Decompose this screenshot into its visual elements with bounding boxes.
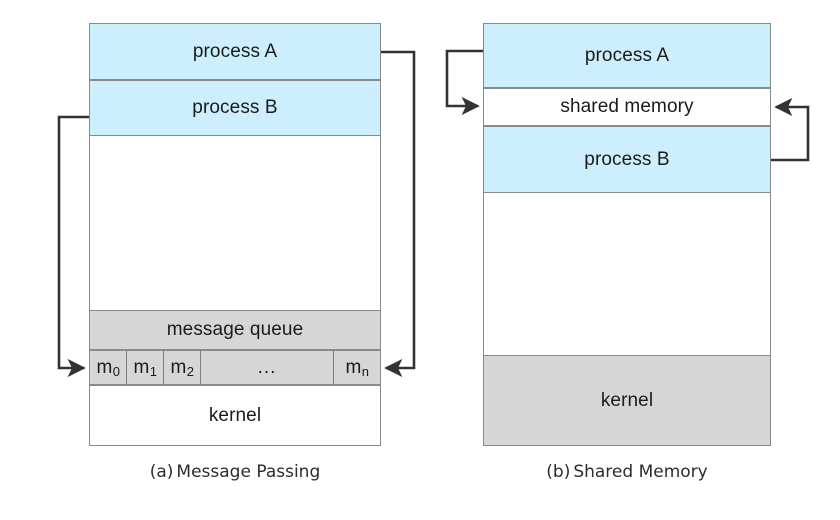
panel-a-message-queue-label: message queue [166,319,304,340]
panel-b-kernel-block[interactable]: kernel [484,355,770,445]
message-cell-label: ... [257,356,277,378]
panel-a-process-b-block[interactable]: process B [90,80,380,136]
arrow-process-a-to-shared-memory [445,49,483,116]
panel-a-caption-tag: (a) [149,462,174,482]
panel-a-empty-region [90,136,380,310]
panel-b-process-b-label: process B [584,148,670,170]
panel-b-shared-memory-block[interactable]: shared memory [484,88,770,126]
arrow-process-b-to-queue [57,115,89,378]
panel-b-caption-text: Shared Memory [573,462,708,482]
panel-b-shared-memory-label: shared memory [560,96,694,117]
panel-b-kernel-label: kernel [600,389,654,411]
panel-b-caption-tag: (b) [546,462,571,482]
panel-a-caption-text: Message Passing [176,462,321,482]
message-cell-label: m [170,356,187,378]
arrow-process-b-to-shared-memory [771,97,810,162]
panel-b-empty-region [484,193,770,355]
panel-a-process-b-label: process B [192,97,278,118]
panel-b-process-a-block[interactable]: process A [484,24,770,88]
panel-a-kernel-label: kernel [208,404,262,426]
message-cell-label: m [345,356,362,378]
message-cell-label: m [133,356,150,378]
panel-a-kernel-block[interactable]: kernel [90,385,380,445]
arrow-queue-to-process-a [381,50,416,378]
message-cell-ellipsis: ... [201,351,334,384]
panel-a-caption: (a)Message Passing [89,462,381,482]
panel-a-process-a-label: process A [192,40,278,62]
panel-b-caption: (b)Shared Memory [483,462,771,482]
panel-b-process-a-label: process A [584,44,670,66]
panel-b-process-b-block[interactable]: process B [484,126,770,193]
panel-a-message-queue-block[interactable]: message queue [90,310,380,350]
message-cell-label: m [96,356,113,378]
panel-a-process-a-block[interactable]: process A [90,24,380,80]
